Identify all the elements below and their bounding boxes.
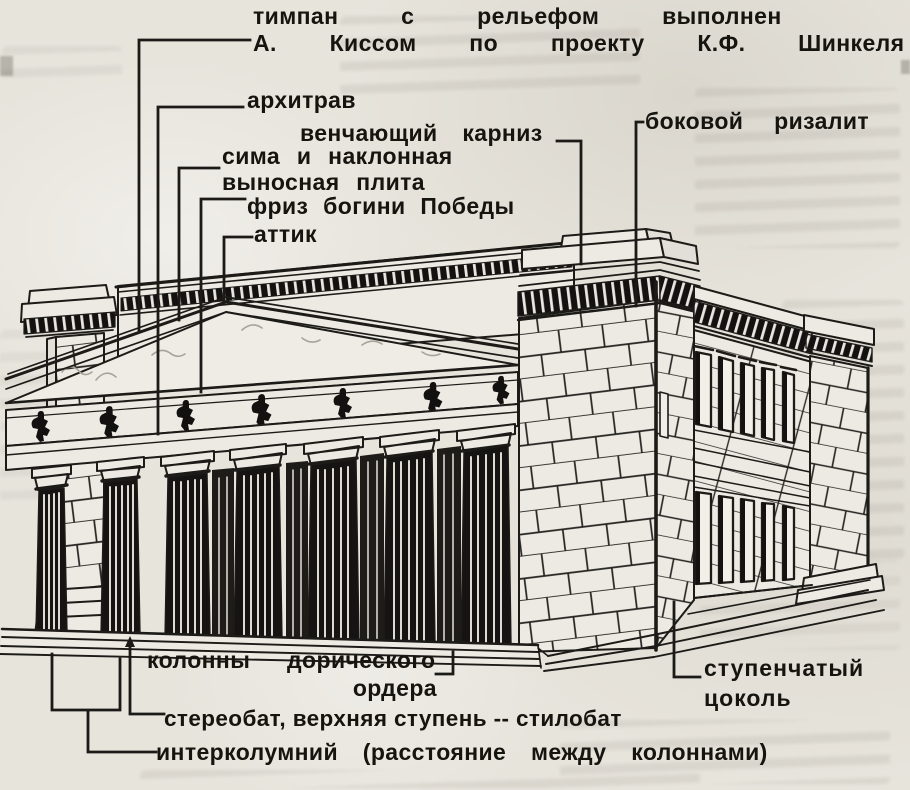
upper-windows [692,344,798,445]
page-bleed-artifact [140,770,700,788]
doric-column [456,423,516,648]
side-facade [692,285,814,599]
scan-edge-artifact [901,60,910,74]
label-crowning-cornice: венчающий карниз [300,120,543,146]
label-doric-columns-line2: ордера [352,675,437,701]
label-sima-line1: сима и наклонная [222,143,453,169]
leader-stereobate [128,640,166,716]
leader-sima [177,166,221,322]
rear-columns [212,446,461,648]
doric-column [160,450,215,639]
label-doric-columns-line1: колонны дорического [147,647,436,673]
label-intercolumnium: интерколумний (расстояние между колоннам… [156,739,768,765]
label-architrave: архитрав [247,87,356,113]
leader-victory-frieze [199,197,247,394]
page-bleed-artifact [340,16,640,96]
scan-edge-artifact [0,56,13,76]
page-bleed-artifact [560,720,890,784]
doric-colonnade [31,423,516,648]
label-tympanum-line1: тимпан с рельефом выполнен [253,3,782,29]
leader-crowning-cornice [555,139,583,266]
label-victory-frieze: фриз богини Победы [247,193,515,219]
doric-column [379,429,440,646]
page-bleed-artifact [2,46,122,88]
doric-column [229,443,287,641]
label-stereobate: стереобат, верхняя ступень -- стилобат [164,706,622,731]
leader-attic [222,235,254,305]
far-corner-pylon [795,314,885,605]
stylobate-steps [0,627,542,669]
leader-intercolumnium [50,652,158,754]
doric-column [303,436,364,644]
label-sima-line2: выносная плита [222,169,426,195]
doric-column [31,464,72,635]
label-stepped-socle-line1: ступенчатый [704,655,865,681]
doric-column [96,456,145,637]
leader-stepped-socle [672,600,702,679]
leader-tympanum [137,38,252,334]
page-bleed-artifact [695,88,900,248]
label-attic: аттик [254,221,317,247]
lower-windows [694,490,796,586]
label-side-risalit: боковой ризалит [645,108,870,134]
pediment [4,296,520,411]
label-tympanum-line2: А. Киссом по проекту К.Ф. Шинкеля [253,30,905,56]
leader-stereobate-arrowhead [125,636,135,647]
label-stepped-socle-line2: цоколь [704,685,792,711]
side-risalit-tower [516,228,702,653]
stepped-socle [537,579,885,672]
leader-doric-columns [434,650,455,676]
leader-architrave [156,105,245,436]
leader-side-risalit [634,120,645,308]
